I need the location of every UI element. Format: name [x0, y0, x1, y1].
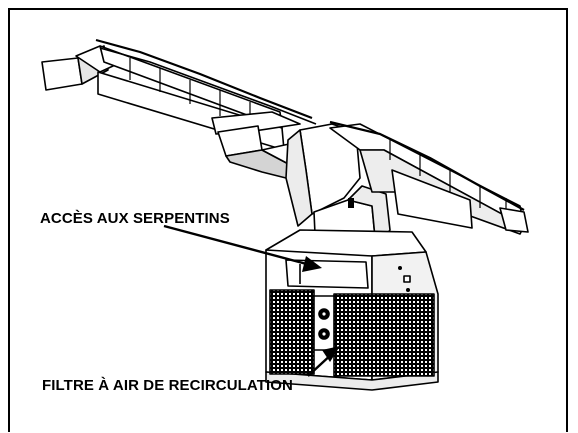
arrow-icon	[307, 346, 340, 377]
recirc-filter-label: FILTRE À AIR DE RECIRCULATION	[42, 377, 293, 394]
left-duct-assembly	[41, 38, 317, 179]
fastener-icon	[398, 266, 402, 270]
coil-access-panel	[285, 259, 369, 289]
right-duct-assembly	[329, 120, 529, 235]
filter-grille-right	[333, 293, 435, 377]
control-panel	[313, 295, 335, 351]
figure-frame	[8, 8, 568, 432]
recirc-filter-grille	[269, 289, 435, 377]
filter-grille-left	[269, 289, 315, 375]
coil-access-label: ACCÈS AUX SERPENTINS	[40, 210, 230, 227]
arrow-icon	[163, 224, 322, 272]
